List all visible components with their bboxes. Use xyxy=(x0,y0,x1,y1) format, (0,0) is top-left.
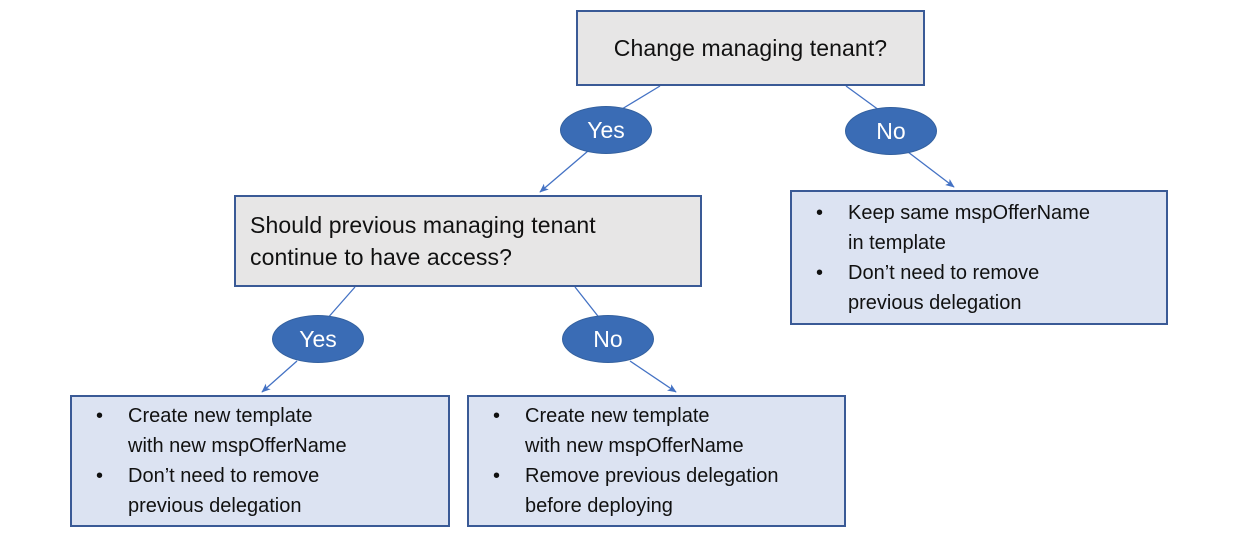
decision-previous-tenant-access-text: Should previous managing tenant continue… xyxy=(250,209,596,273)
edge-no2-to-outcome xyxy=(629,360,677,393)
outcome-new-template-remove-delegation-list: Create new template with new mspOfferNam… xyxy=(469,401,844,521)
outcome-new-template-keep-delegation[interactable]: Create new template with new mspOfferNam… xyxy=(70,395,450,527)
edge-label-no-level2[interactable]: No xyxy=(562,315,654,363)
bullet-line-2: previous delegation xyxy=(128,495,302,517)
bullet-line-2: with new mspOfferName xyxy=(128,435,347,457)
bullet-line-1: Remove previous delegation xyxy=(525,465,779,487)
decision-line-1: Should previous managing tenant xyxy=(250,212,596,238)
bullet-line-1: Keep same mspOfferName xyxy=(848,201,1090,224)
outcome-keep-same-offer-name[interactable]: Keep same mspOfferName in template Don’t… xyxy=(790,190,1168,325)
edge-no-to-outcome xyxy=(907,151,955,188)
list-item: Remove previous delegation before deploy… xyxy=(487,461,834,521)
bullet-line-1: Don’t need to remove xyxy=(128,465,320,487)
list-item: Don’t need to remove previous delegation xyxy=(810,258,1156,318)
edge-label-no-level1-text: No xyxy=(876,117,906,144)
bullet-line-2: with new mspOfferName xyxy=(525,435,744,457)
outcome-new-template-keep-delegation-list: Create new template with new mspOfferNam… xyxy=(72,401,448,521)
list-item: Keep same mspOfferName in template xyxy=(810,198,1156,258)
edge-label-yes-level1[interactable]: Yes xyxy=(560,106,652,154)
edge-label-yes-level1-text: Yes xyxy=(587,116,625,143)
outcome-keep-same-offer-name-list: Keep same mspOfferName in template Don’t… xyxy=(792,198,1166,318)
list-item: Create new template with new mspOfferNam… xyxy=(90,401,438,461)
decision-change-managing-tenant[interactable]: Change managing tenant? xyxy=(576,10,925,86)
bullet-line-1: Create new template xyxy=(128,405,313,427)
bullet-line-2: in template xyxy=(848,231,946,254)
edge-label-yes-level2[interactable]: Yes xyxy=(272,315,364,363)
decision-line-2: continue to have access? xyxy=(250,244,512,270)
bullet-line-1: Don’t need to remove xyxy=(848,261,1040,284)
edge-label-yes-level2-text: Yes xyxy=(299,325,337,352)
edge-label-no-level2-text: No xyxy=(593,325,623,352)
edge-yes-to-q2 xyxy=(539,150,589,193)
decision-change-managing-tenant-text: Change managing tenant? xyxy=(613,35,888,61)
edge-label-no-level1[interactable]: No xyxy=(845,107,937,155)
decision-previous-tenant-access[interactable]: Should previous managing tenant continue… xyxy=(234,195,702,287)
outcome-new-template-remove-delegation[interactable]: Create new template with new mspOfferNam… xyxy=(467,395,846,527)
bullet-line-2: before deploying xyxy=(525,495,673,517)
list-item: Create new template with new mspOfferNam… xyxy=(487,401,834,461)
bullet-line-2: previous delegation xyxy=(848,291,1022,314)
list-item: Don’t need to remove previous delegation xyxy=(90,461,438,521)
edge-yes2-to-outcome xyxy=(261,360,298,393)
bullet-line-1: Create new template xyxy=(525,405,710,427)
